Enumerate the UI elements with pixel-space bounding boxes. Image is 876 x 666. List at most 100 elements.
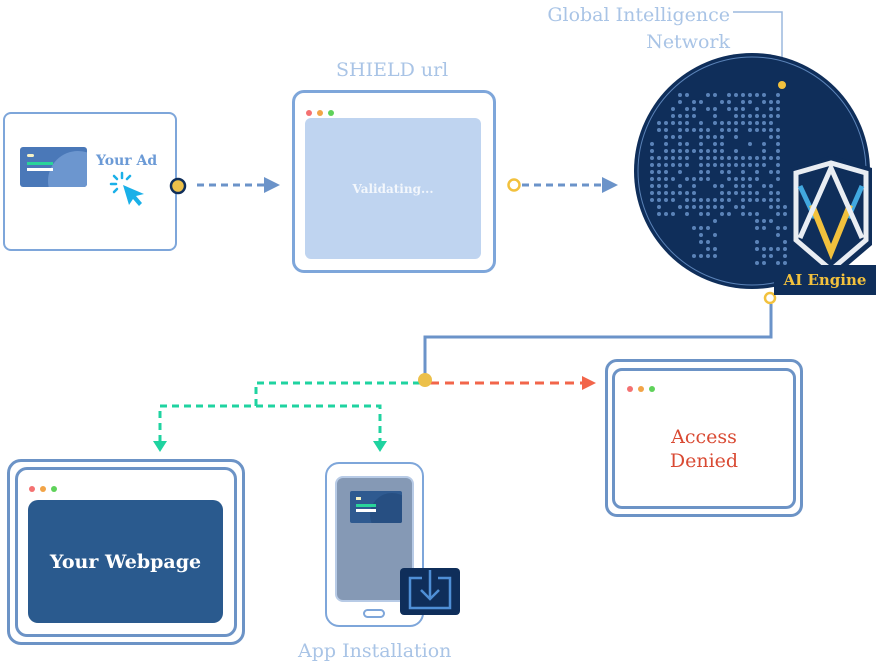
globe-dot	[769, 170, 773, 174]
ad-card-icon	[20, 147, 87, 187]
globe-dot	[657, 177, 661, 181]
globe-dot	[776, 261, 780, 265]
globe-dot	[720, 191, 724, 195]
globe-dot	[706, 198, 710, 202]
globe-dot	[650, 163, 654, 167]
globe-dot	[713, 198, 717, 202]
globe-dot	[734, 156, 738, 160]
globe-dot	[734, 135, 738, 139]
globe-dot	[776, 205, 780, 209]
globe-dot	[671, 121, 675, 125]
globe-dot	[664, 212, 668, 216]
globe-dot	[734, 128, 738, 132]
globe-dot	[755, 191, 759, 195]
globe-dot	[776, 107, 780, 111]
globe-dot	[664, 177, 668, 181]
globe-dot	[720, 198, 724, 202]
window-controls	[306, 101, 339, 120]
globe-dot	[699, 205, 703, 209]
globe-dot	[776, 135, 780, 139]
phone-ad-card-icon	[350, 491, 402, 523]
globe-dot	[769, 114, 773, 118]
globe-dot	[685, 149, 689, 153]
globe-dot	[776, 177, 780, 181]
arrow-allow	[158, 381, 420, 442]
network-label-line1: Global Intelligence	[547, 4, 730, 26]
decision-node	[418, 373, 432, 387]
globe-dot	[776, 114, 780, 118]
globe-dot	[657, 212, 661, 216]
globe-dot	[650, 142, 654, 146]
globe-dot	[727, 93, 731, 97]
globe-dot	[720, 100, 724, 104]
globe-dot	[727, 156, 731, 160]
globe-dot	[685, 212, 689, 216]
globe-dot	[664, 184, 668, 188]
globe-dot	[748, 212, 752, 216]
validating-status: Validating...	[352, 181, 434, 196]
globe-dot	[755, 177, 759, 181]
arrow-allow-app	[256, 404, 382, 442]
globe-dot	[762, 121, 766, 125]
globe-dot	[755, 212, 759, 216]
network-label: Global Intelligence Network	[500, 2, 730, 56]
globe-dot	[713, 121, 717, 125]
ai-shield-icon	[790, 155, 872, 280]
globe-dot	[769, 100, 773, 104]
network-label-line2: Network	[646, 31, 730, 53]
globe-dot	[664, 149, 668, 153]
globe-dot	[727, 128, 731, 132]
globe-dot	[734, 107, 738, 111]
globe-dot	[692, 100, 696, 104]
globe-dot	[727, 177, 731, 181]
globe-dot	[699, 170, 703, 174]
globe-dot	[741, 177, 745, 181]
globe-dot	[685, 205, 689, 209]
globe-dot	[650, 149, 654, 153]
globe-dot	[769, 128, 773, 132]
globe-dot	[713, 93, 717, 97]
cursor-click-icon	[109, 171, 144, 206]
globe-dot	[755, 226, 759, 230]
globe-dot	[657, 205, 661, 209]
ad-label: Your Ad	[96, 153, 158, 169]
globe-dot	[748, 191, 752, 195]
globe-dot	[685, 156, 689, 160]
globe-dot	[734, 121, 738, 125]
phone-home-button	[363, 609, 385, 618]
globe-dot	[769, 198, 773, 202]
globe-dot	[734, 163, 738, 167]
globe-dot	[706, 128, 710, 132]
shield-output-node	[507, 178, 521, 192]
access-denied-line1: Access	[671, 426, 737, 448]
ad-output-node	[169, 177, 187, 195]
globe-dot	[650, 191, 654, 195]
globe-dot	[678, 114, 682, 118]
globe-dot	[762, 254, 766, 258]
globe-dot	[713, 184, 717, 188]
shield-screen: Validating...	[305, 118, 481, 259]
globe-dot	[755, 114, 759, 118]
globe-dot	[734, 205, 738, 209]
globe-dot	[706, 177, 710, 181]
globe-dot	[685, 177, 689, 181]
globe-dot	[699, 128, 703, 132]
globe-dot	[678, 121, 682, 125]
globe-dot	[755, 247, 759, 251]
globe-dot	[685, 107, 689, 111]
globe-dot	[713, 254, 717, 258]
globe-dot	[671, 163, 675, 167]
globe-dot	[664, 135, 668, 139]
globe-dot	[657, 198, 661, 202]
globe-dot	[741, 212, 745, 216]
globe-dot	[720, 184, 724, 188]
globe-dot	[720, 170, 724, 174]
globe-dot	[755, 128, 759, 132]
globe-dot	[692, 205, 696, 209]
globe-dot	[741, 191, 745, 195]
globe-dot	[734, 93, 738, 97]
globe-dot	[762, 114, 766, 118]
globe-dot	[692, 184, 696, 188]
globe-dot	[699, 121, 703, 125]
